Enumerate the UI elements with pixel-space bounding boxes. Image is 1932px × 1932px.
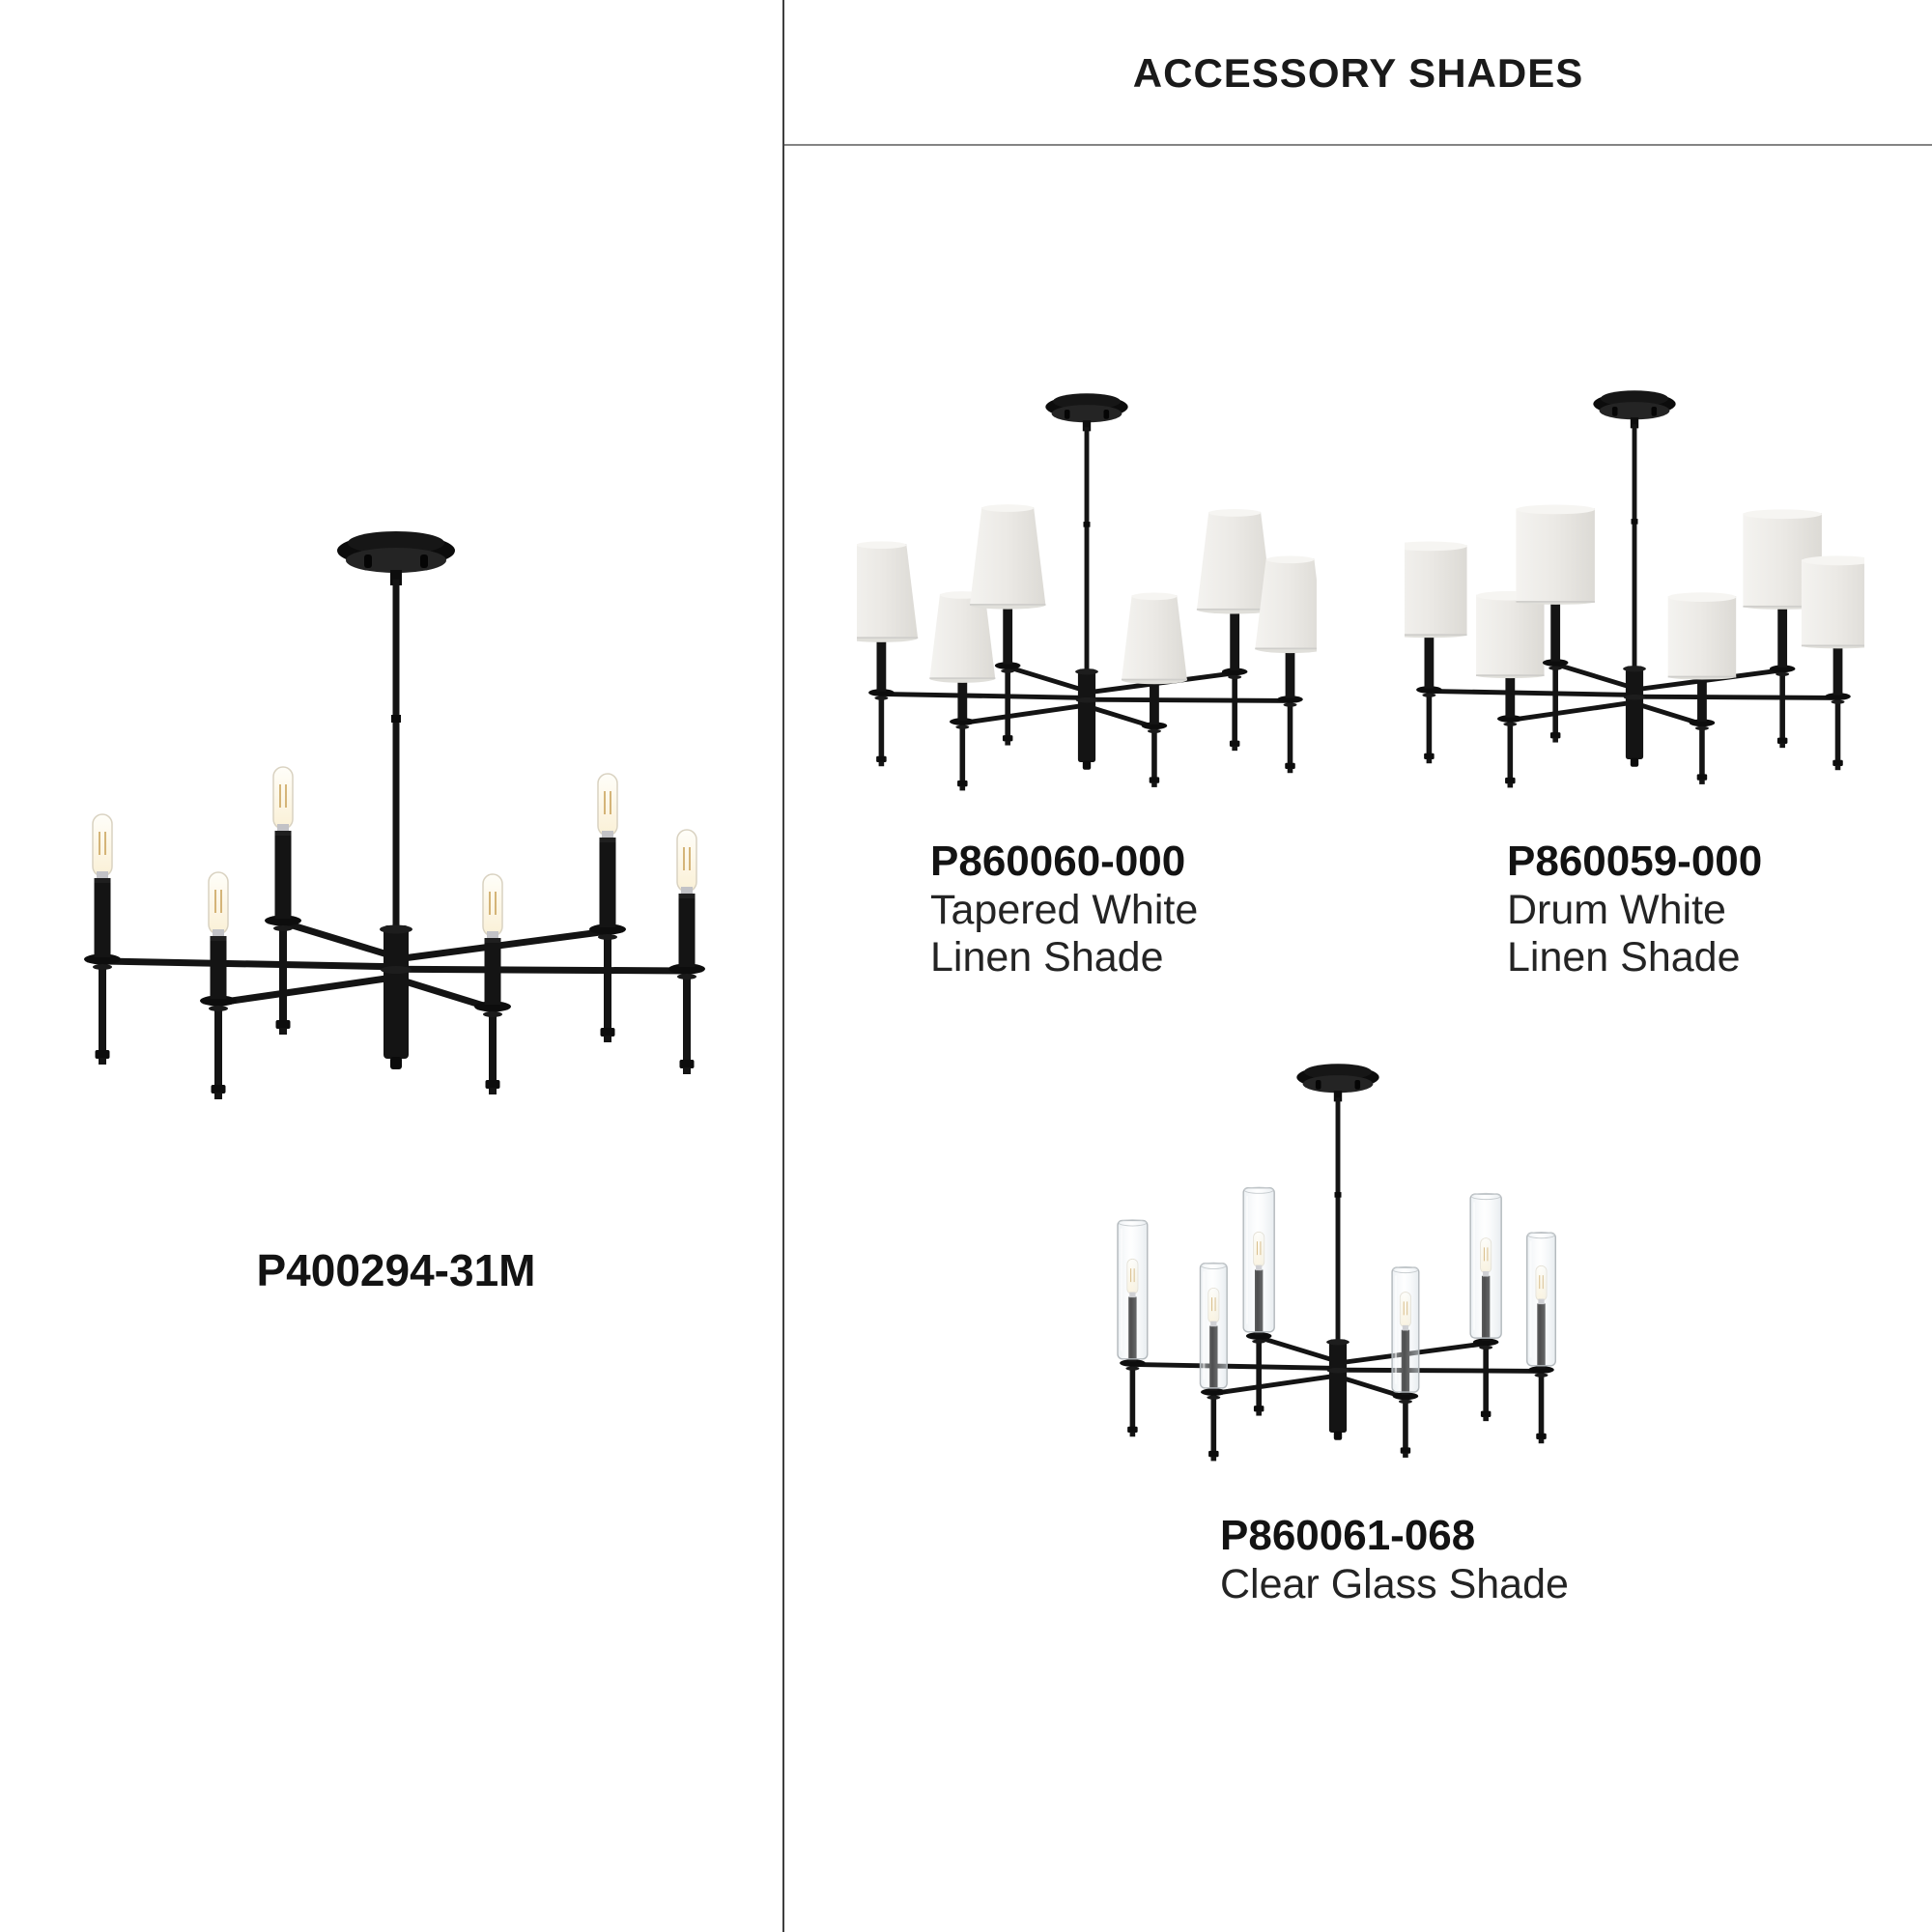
header-rule — [784, 144, 1932, 146]
product-description-line: Linen Shade — [930, 934, 1164, 980]
vertical-divider — [782, 0, 784, 1932]
product-image-glass-shade-chandelier — [1108, 1053, 1568, 1478]
product-image-tapered-shade-chandelier — [844, 383, 1325, 808]
product-description-line: Drum White — [1507, 887, 1726, 933]
accessory-label-glass: P860061-068 Clear Glass Shade — [1220, 1511, 1569, 1608]
chandelier-tapered-shades-image — [844, 393, 1325, 791]
product-image-drum-shade-chandelier — [1391, 380, 1875, 805]
chandelier-glass-shades-image — [1117, 1064, 1556, 1462]
product-image-main-chandelier — [68, 516, 724, 1122]
product-code: P860060-000 — [930, 838, 1186, 885]
product-description-line: Tapered White — [930, 887, 1199, 933]
accessory-shades-title: ACCESSORY SHADES — [1132, 50, 1584, 96]
accessory-label-drum: P860059-000 Drum White Linen Shade — [1507, 837, 1762, 981]
product-description-line: Clear Glass Shade — [1220, 1561, 1569, 1607]
chandelier-exposed-bulbs-image — [84, 531, 705, 1099]
main-product-label: P400294-31M — [58, 1244, 734, 1296]
product-code: P400294-31M — [256, 1245, 536, 1295]
chandelier-drum-shades-image — [1391, 390, 1875, 788]
product-code: P860061-068 — [1220, 1512, 1476, 1559]
accessory-label-tapered: P860060-000 Tapered White Linen Shade — [930, 837, 1198, 981]
product-code: P860059-000 — [1507, 838, 1763, 885]
product-description-line: Linen Shade — [1507, 934, 1741, 980]
